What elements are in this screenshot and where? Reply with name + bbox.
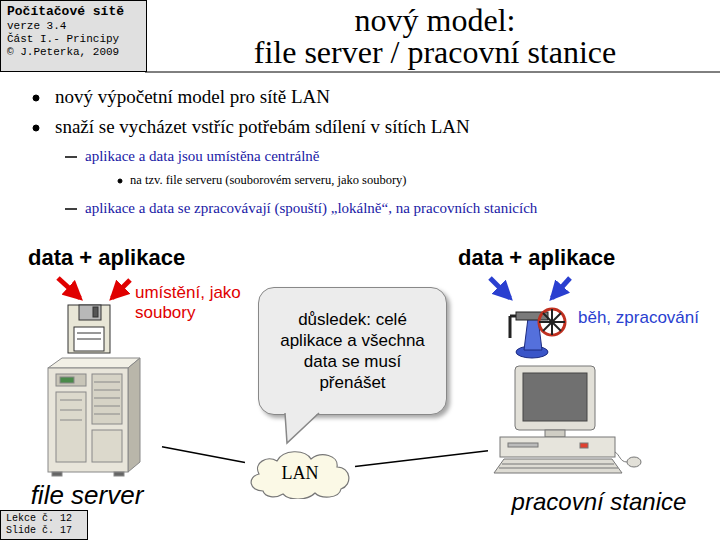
crank-icon-part bbox=[543, 313, 561, 331]
crank-icon-part bbox=[543, 313, 561, 331]
workstation-node: pracovní stanice bbox=[488, 360, 710, 515]
bullet-marks-part bbox=[65, 208, 77, 210]
server-tower-part bbox=[48, 368, 128, 472]
sub-bullet-text: aplikace a data se zpracovávají (spouští… bbox=[85, 199, 715, 217]
workstation-computer-part bbox=[499, 468, 618, 469]
callout-tail bbox=[279, 412, 323, 444]
slide-number-box: Lekce č. 12Slide č. 17 bbox=[0, 510, 88, 540]
network-cable bbox=[355, 451, 488, 467]
network-cable bbox=[162, 447, 245, 463]
floppy-icon-part bbox=[79, 305, 101, 320]
floppy-icon-part bbox=[68, 305, 110, 353]
workstation-computer-part bbox=[627, 457, 641, 467]
workstation-computer-part bbox=[502, 464, 614, 465]
node-text: verze 3.4 bbox=[7, 20, 140, 33]
bullet-marks-part bbox=[118, 179, 122, 183]
server-tower-part bbox=[128, 358, 140, 472]
placement-arrows-part bbox=[112, 280, 130, 298]
node-text: LAN bbox=[282, 463, 319, 484]
title-rule-part bbox=[145, 72, 720, 73]
workstation-computer-part bbox=[580, 443, 588, 448]
header-box: Počítačové sítěverze 3.4Část I.- Princip… bbox=[0, 0, 147, 72]
server-tower-part bbox=[52, 472, 62, 476]
server-tower-part bbox=[92, 374, 122, 424]
node-text: Lekce č. 12 bbox=[6, 513, 82, 525]
title-rule bbox=[145, 72, 720, 73]
workstation-computer-part bbox=[545, 430, 565, 437]
server-tower-part bbox=[60, 400, 82, 401]
processing-arrows-part bbox=[490, 278, 510, 298]
server-tower-part bbox=[48, 358, 140, 368]
processing-note: běh, zpracování bbox=[578, 308, 713, 328]
diagram-heading: data + aplikace bbox=[28, 245, 248, 271]
floppy-icon-part bbox=[77, 333, 101, 334]
lan-cloud: LAN bbox=[245, 447, 355, 499]
server-tower-part bbox=[94, 406, 120, 407]
node-text: file server bbox=[31, 481, 144, 510]
callout-tail bbox=[285, 412, 319, 443]
node-text: Slide č. 17 bbox=[6, 525, 82, 537]
server-tower-part bbox=[94, 398, 120, 399]
placement-arrows-part bbox=[58, 278, 80, 298]
floppy-icon-part bbox=[93, 307, 98, 317]
server-node: file server bbox=[12, 355, 162, 510]
bullet-marks-part bbox=[33, 95, 39, 101]
workstation-computer-part bbox=[500, 437, 615, 457]
crank-icon-part bbox=[509, 316, 512, 338]
workstation-computer-part bbox=[615, 452, 627, 462]
workstation-computer-part bbox=[494, 459, 622, 473]
node-text: Část I.- Principy bbox=[7, 33, 140, 46]
bullet-marks-part bbox=[65, 156, 77, 158]
workstation-computer-part bbox=[515, 366, 595, 430]
processing-arrows bbox=[490, 278, 570, 298]
server-tower bbox=[48, 358, 140, 476]
node-text: Počítačové sítě bbox=[7, 4, 140, 20]
node-text: důsledek: celé aplikace a všechna data s… bbox=[269, 309, 436, 394]
floppy-icon-part bbox=[77, 339, 101, 340]
crank-icon-part bbox=[539, 309, 565, 335]
bullet-text: nový výpočetní model pro sítě LAN bbox=[55, 86, 695, 109]
node-text: pracovní stanice bbox=[512, 489, 687, 515]
bullet-marks-part bbox=[33, 125, 39, 131]
server-tower-part bbox=[60, 420, 82, 421]
title-line: file server / pracovní stanice bbox=[150, 36, 720, 68]
workstation-computer-part bbox=[523, 373, 587, 421]
floppy-icon bbox=[68, 305, 110, 353]
server-tower-part bbox=[94, 390, 120, 391]
server-tower-part bbox=[60, 377, 74, 383]
sub-bullet-text: aplikace a data jsou umístěna centrálně bbox=[85, 147, 705, 165]
floppy-icon-part bbox=[74, 327, 104, 351]
workstation-computer bbox=[494, 366, 641, 473]
server-tower-part bbox=[92, 430, 122, 462]
server-tower-part bbox=[114, 472, 124, 476]
diagram-heading: data + aplikace bbox=[458, 245, 698, 271]
processing-arrows-part bbox=[552, 278, 570, 298]
server-tower-part bbox=[94, 414, 120, 415]
callout-bubble: důsledek: celé aplikace a všechna data s… bbox=[258, 287, 447, 415]
placement-note: umístění, jako soubory bbox=[135, 283, 253, 324]
title-line: nový model: bbox=[150, 4, 720, 36]
server-tower-part bbox=[56, 392, 86, 462]
cloud-outline bbox=[251, 452, 349, 499]
server-tower-part bbox=[94, 382, 120, 383]
sub-sub-bullet-text: na tzv. file serveru (souborovém serveru… bbox=[130, 173, 710, 188]
placement-arrows bbox=[58, 278, 130, 298]
callout-tail bbox=[285, 413, 319, 443]
slide-title: nový model: file server / pracovní stani… bbox=[150, 4, 720, 68]
node-text: © J.Peterka, 2009 bbox=[7, 46, 140, 59]
crank-icon bbox=[510, 309, 565, 358]
bullet-text: snaží se vycházet vstříc potřebám sdílen… bbox=[55, 116, 695, 139]
workstation-computer-part bbox=[508, 443, 538, 447]
server-tower-part bbox=[60, 410, 82, 411]
server-tower-part bbox=[56, 374, 86, 386]
